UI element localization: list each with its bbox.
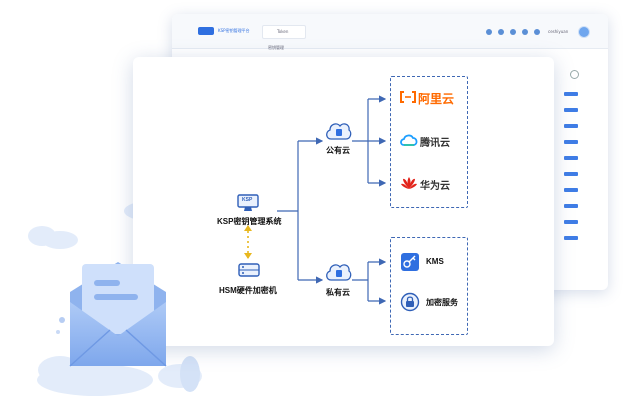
table-tag <box>564 156 578 160</box>
table-tag <box>564 220 578 224</box>
public-cloud-label: 公有云 <box>326 146 350 155</box>
avatar[interactable] <box>578 26 590 38</box>
back-window-logo-text: KSP密钥管理平台 <box>218 28 250 33</box>
tencent-cloud-icon <box>400 134 418 146</box>
header-icon-3[interactable] <box>510 29 516 35</box>
hsm-label: HSM硬件加密机 <box>219 286 277 295</box>
huawei-cloud-logo: 华为云 <box>400 175 464 192</box>
monitor-icon <box>237 194 259 211</box>
tencent-cloud-logo: 腾讯云 <box>400 132 464 149</box>
kms-label: KMS <box>426 257 444 266</box>
ksp-system-label: KSP密钥管理系统 <box>217 217 282 226</box>
tencent-cloud-name: 腾讯云 <box>420 138 450 149</box>
huawei-flower-icon <box>401 177 417 189</box>
private-cloud-label: 私有云 <box>326 288 350 297</box>
header-icon-4[interactable] <box>522 29 528 35</box>
table-tag <box>564 124 578 128</box>
private-services-box <box>390 237 468 335</box>
envelope-icon <box>56 262 167 367</box>
refresh-icon[interactable] <box>570 70 579 79</box>
aliyun-icon <box>400 91 416 103</box>
header-icon-5[interactable] <box>534 29 540 35</box>
back-window-logo-icon <box>198 27 214 35</box>
encryption-service-label: 加密服务 <box>426 298 458 307</box>
table-tag <box>564 236 578 240</box>
aliyun-logo: 阿里云 <box>400 89 460 106</box>
header-icon-2[interactable] <box>498 29 504 35</box>
ksp-badge: KSP <box>242 197 253 203</box>
kms-key-icon <box>401 253 419 271</box>
breadcrumb: 密钥管理 <box>268 45 284 50</box>
table-tag <box>564 188 578 192</box>
table-tag <box>564 108 578 112</box>
huawei-cloud-name: 华为云 <box>420 181 450 192</box>
table-tag <box>564 140 578 144</box>
table-tag <box>564 172 578 176</box>
table-tag <box>564 204 578 208</box>
aliyun-name: 阿里云 <box>418 92 455 106</box>
encryption-lock-icon <box>400 292 420 312</box>
server-icon <box>238 263 260 277</box>
public-cloud-icon <box>326 123 352 140</box>
private-cloud-icon <box>326 264 352 281</box>
table-tag <box>564 92 578 96</box>
public-providers-box <box>390 76 468 208</box>
tab-token-label: Token <box>277 29 289 34</box>
user-name[interactable]: ceshiyuan <box>548 29 569 34</box>
header-icon-1[interactable] <box>486 29 492 35</box>
architecture-diagram-card <box>133 57 554 346</box>
tab-token[interactable]: Token <box>262 25 306 39</box>
